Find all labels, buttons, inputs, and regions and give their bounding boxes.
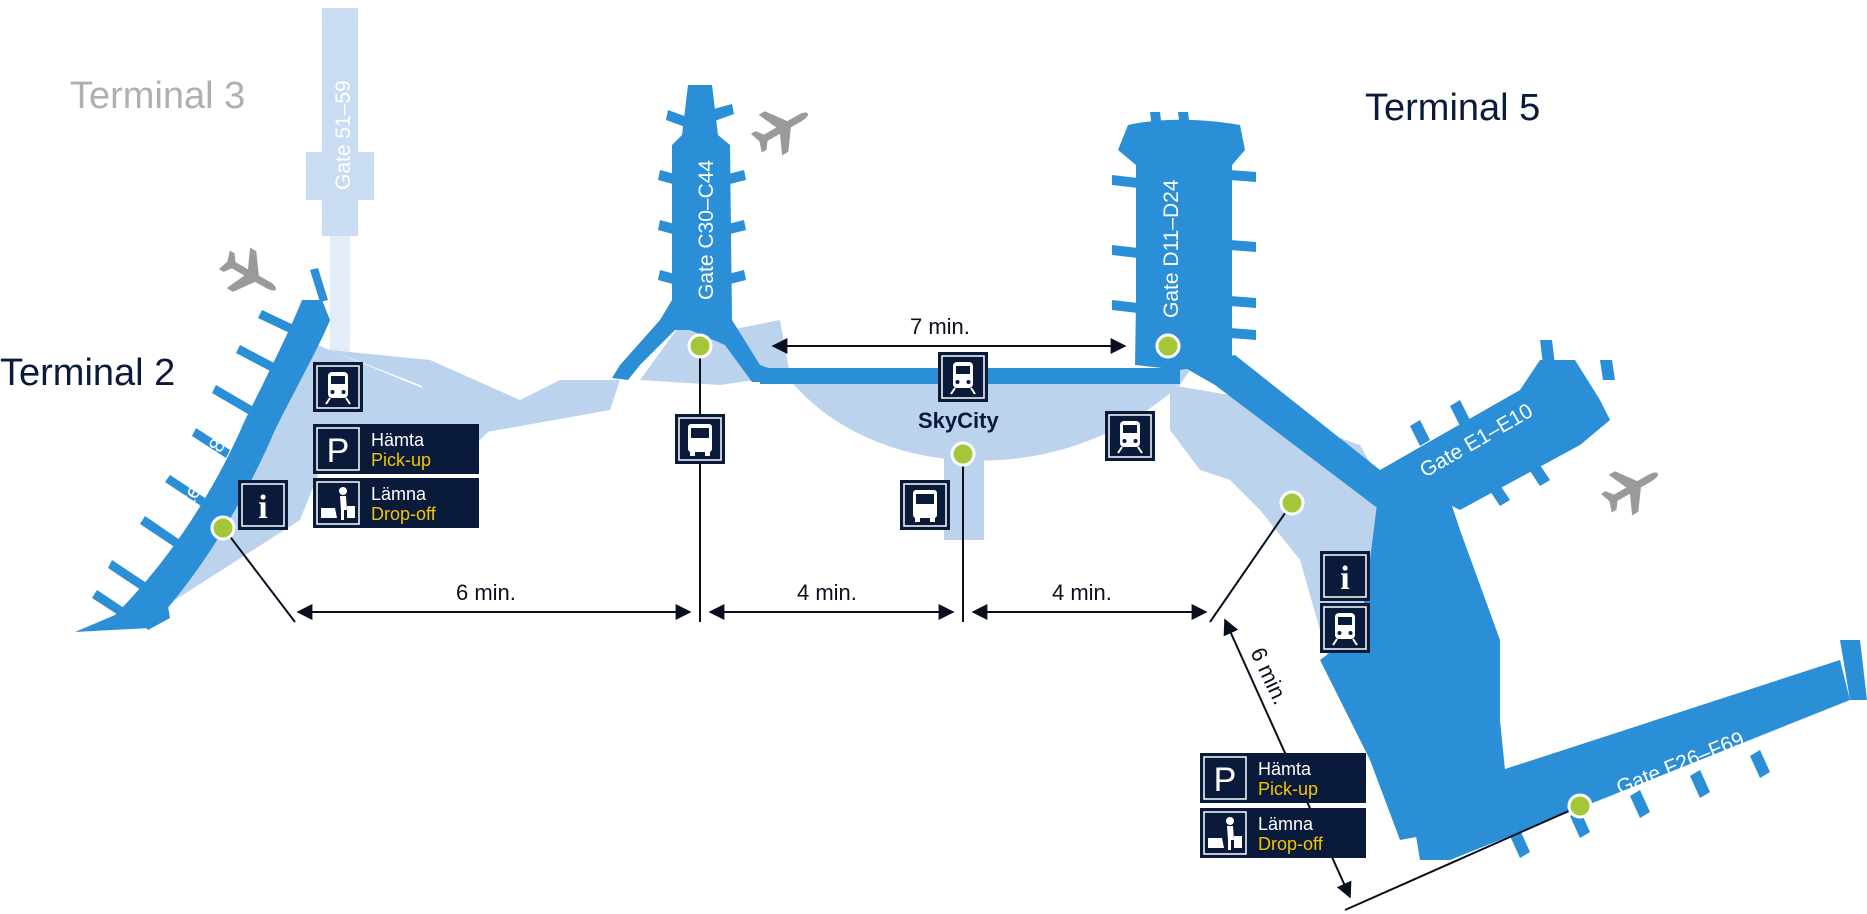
dropoff-icon	[316, 481, 360, 525]
distance-7-min: 7 min.	[910, 314, 970, 339]
distance-4-min-east: 4 min.	[1052, 580, 1112, 605]
connector-lines	[224, 346, 1581, 911]
pickup-en-label: Pick-up	[371, 450, 431, 470]
distance-6-min-south: 6 min.	[1245, 644, 1293, 709]
terminal-3-area	[306, 8, 374, 356]
dropoff-en-label: Drop-off	[371, 504, 437, 524]
location-dot-icon	[210, 515, 236, 541]
airplane-icon	[744, 93, 820, 164]
train-icon	[1105, 411, 1155, 461]
parking-icon: P	[1214, 761, 1237, 799]
location-dot-icon	[1567, 793, 1593, 819]
terminal-5-label: Terminal 5	[1365, 87, 1540, 129]
svg-text:i: i	[1340, 560, 1349, 597]
terminal-3-label: Terminal 3	[70, 75, 245, 117]
dropoff-sv-label: Lämna	[1258, 814, 1314, 834]
dropoff-sign-t5: Lämna Drop-off	[1200, 808, 1366, 858]
info-icon: i	[1320, 551, 1370, 601]
skycity-label: SkyCity	[918, 408, 999, 433]
distance-6-min-west: 6 min.	[456, 580, 516, 605]
location-dots	[210, 333, 1593, 819]
bus-icon	[900, 480, 950, 530]
bus-icon	[675, 414, 725, 464]
pickup-sign-t5: P Hämta Pick-up	[1200, 753, 1366, 803]
location-dot-icon	[687, 333, 713, 359]
train-icon	[1320, 603, 1370, 653]
dropoff-icon	[1203, 811, 1247, 855]
airplane-icon	[212, 239, 288, 310]
piers	[75, 85, 1867, 860]
pickup-sv-label: Hämta	[371, 430, 425, 450]
svg-text:i: i	[258, 489, 267, 526]
train-icon	[313, 362, 363, 412]
distance-4-min-center: 4 min.	[797, 580, 857, 605]
info-icon: i	[238, 480, 288, 530]
gate-c30-c44-label: Gate C30–C44	[695, 160, 718, 300]
location-dot-icon	[950, 441, 976, 467]
pickup-sv-label: Hämta	[1258, 759, 1312, 779]
gate-d11-d24-label: Gate D11–D24	[1160, 179, 1183, 318]
pickup-sign-t2: P Hämta Pick-up	[313, 424, 479, 474]
train-icon	[938, 352, 988, 402]
dropoff-en-label: Drop-off	[1258, 834, 1324, 854]
location-dot-icon	[1155, 333, 1181, 359]
dropoff-sv-label: Lämna	[371, 484, 427, 504]
dropoff-sign-t2: Lämna Drop-off	[313, 478, 479, 528]
location-dot-icon	[1279, 490, 1305, 516]
pickup-en-label: Pick-up	[1258, 779, 1318, 799]
terminal-2-label: Terminal 2	[0, 352, 175, 394]
gate-51-59-label: Gate 51–59	[332, 80, 355, 190]
airplane-icon	[1594, 453, 1670, 524]
parking-icon: P	[327, 432, 350, 470]
